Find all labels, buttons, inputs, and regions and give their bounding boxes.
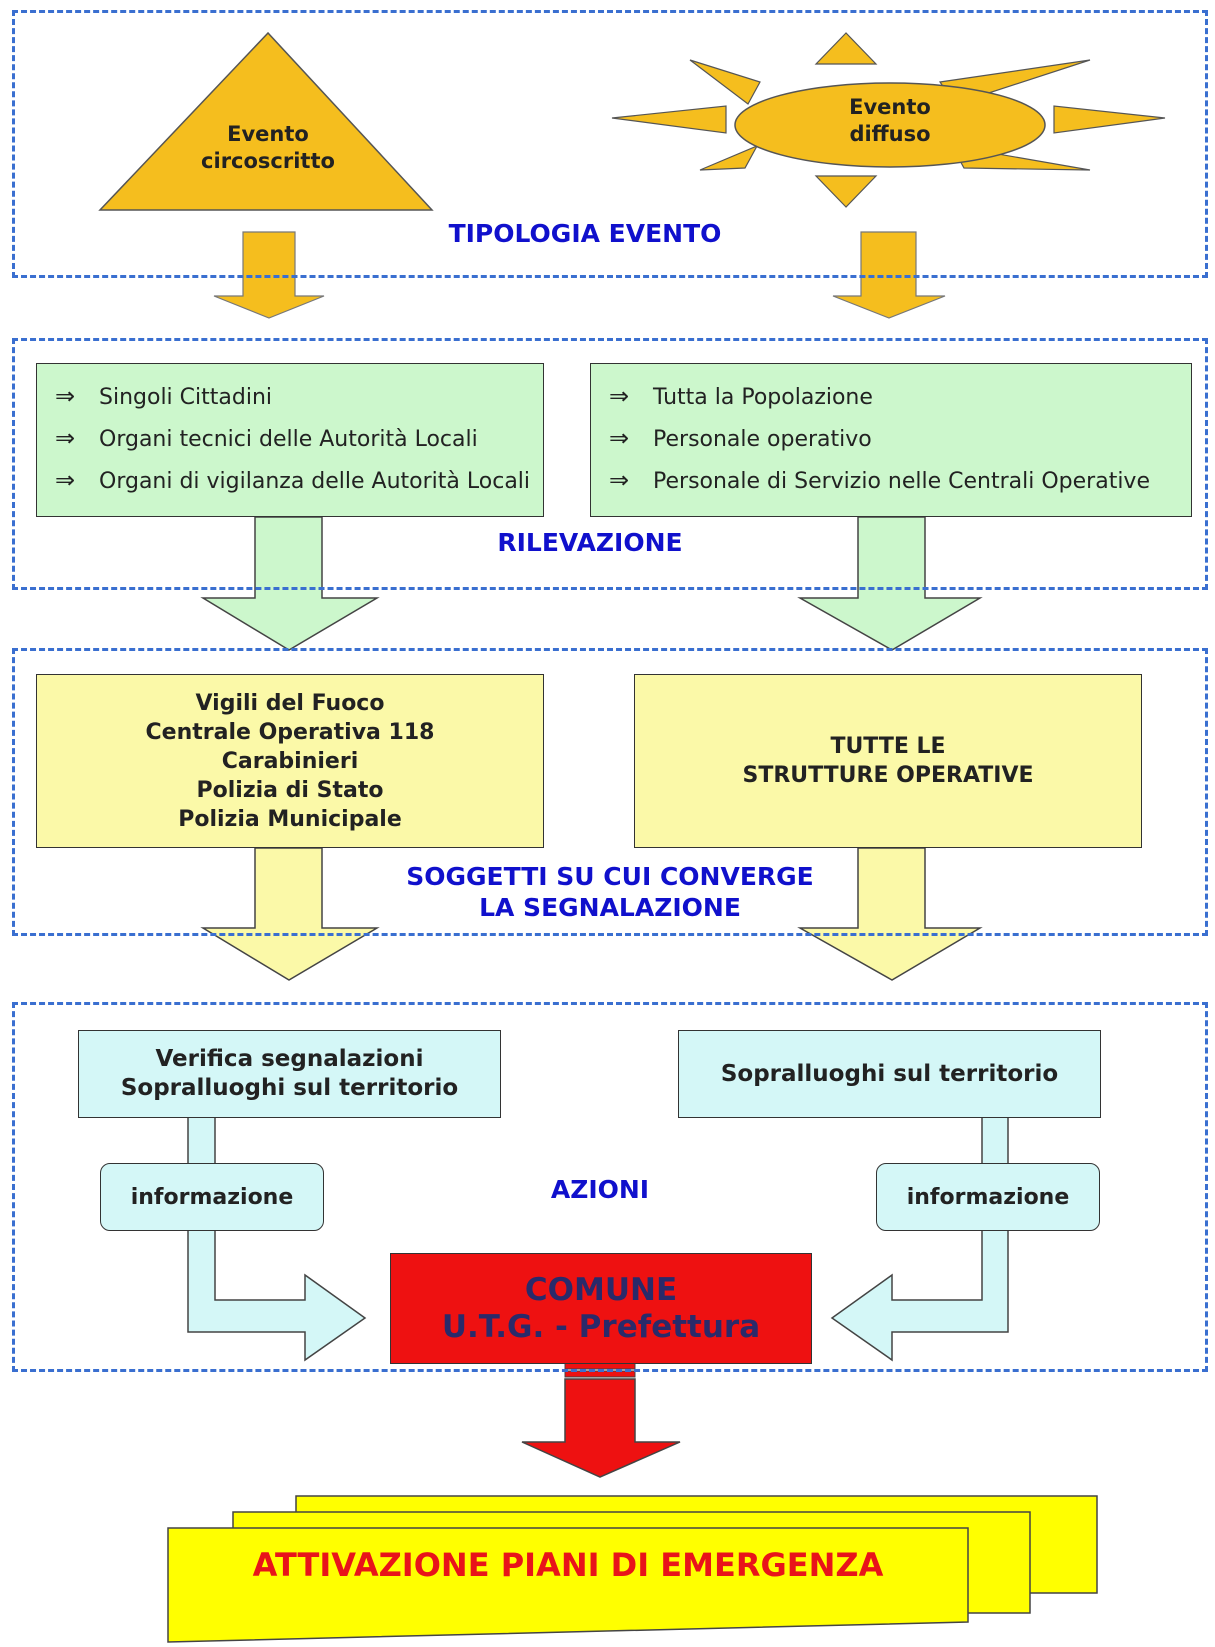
list-item: ⇒Personale di Servizio nelle Centrali Op… [609,466,1150,494]
section-rilevazione [12,338,1208,590]
arrow-green-left [200,516,380,651]
label-tipologia-evento: TIPOLOGIA EVENTO [448,219,722,248]
event-triangle [98,31,434,211]
event-circoscritto-label: Evento circoscritto [201,122,335,173]
list-item: ⇒Singoli Cittadini [55,382,273,410]
rilevazione-left-box: ⇒Singoli Cittadini ⇒Organi tecnici delle… [36,363,544,517]
arrow-green-right [797,516,983,651]
final-activation-label: ATTIVAZIONE PIANI DI EMERGENZA [252,1546,884,1584]
section-azioni [12,1002,1208,1372]
arrow-yellow-left [200,847,380,981]
azioni-right-box: Sopralluoghi sul territorio [678,1030,1101,1118]
comune-box: COMUNE U.T.G. - Prefettura [390,1253,812,1364]
label-soggetti: SOGGETTI SU CUI CONVERGE LA SEGNALAZIONE [406,862,814,922]
list-item: ⇒Organi tecnici delle Autorità Locali [55,424,478,452]
list-item: ⇒Personale operativo [609,424,872,452]
azioni-left-box: Verifica segnalazioni Sopralluoghi sul t… [78,1030,501,1118]
label-azioni: AZIONI [550,1175,650,1204]
final-card-front [167,1527,969,1643]
event-diffuso-label: Evento diffuso [849,95,931,146]
section-soggetti [12,648,1208,936]
rilevazione-right-box: ⇒Tutta la Popolazione ⇒Personale operati… [590,363,1192,517]
arrow-yellow-right [797,847,983,981]
soggetti-left-box: Vigili del Fuoco Centrale Operativa 118 … [36,674,544,848]
list-item: ⇒Tutta la Popolazione [609,382,873,410]
arrow-red [521,1362,681,1478]
sun-ellipse [734,82,1046,168]
info-right-box: informazione [876,1163,1100,1231]
label-rilevazione: RILEVAZIONE [497,528,683,557]
soggetti-right-box: TUTTE LE STRUTTURE OPERATIVE [634,674,1142,848]
list-item: ⇒Organi di vigilanza delle Autorità Loca… [55,466,531,494]
section-tipologia [12,10,1208,278]
info-left-box: informazione [100,1163,324,1231]
